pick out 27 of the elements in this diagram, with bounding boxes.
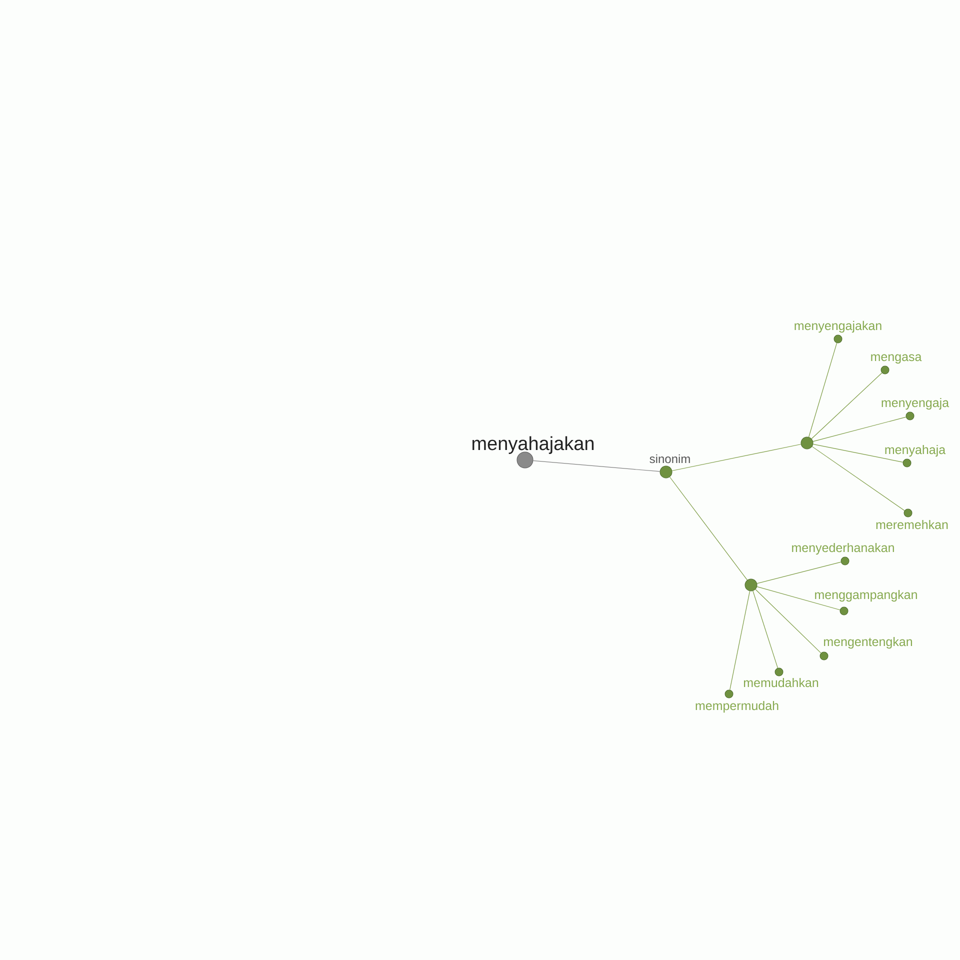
word-label: memudahkan [744,678,818,688]
word-label: sinonim [650,454,690,464]
connector-line [752,590,778,668]
connector-line [756,586,840,610]
word-label: menyederhanakan [792,542,894,555]
word-label: menyengajakan [794,320,882,333]
junction-dot [800,436,814,450]
connector-line [755,589,822,654]
connector-line [672,444,802,472]
connector-line [812,416,906,442]
word-label: meremehkan [876,520,948,530]
connector-line [812,446,905,511]
word-label: menyahajakan [472,436,594,454]
word-label: menyahaja [885,444,946,457]
connector-line [808,342,838,438]
connector-line [811,372,882,440]
connector-line [756,562,842,584]
connector-line [730,590,750,690]
word-label: mempermudah [696,700,778,713]
word-label: menyengaja [882,398,950,410]
junction-dot [744,578,758,592]
word-label: mengasa [871,354,922,364]
connector-line [812,444,904,462]
word-label: mengentengkan [824,636,912,649]
connector-line [669,476,748,580]
word-label: menggampangkan [815,590,917,602]
connector-line [532,460,660,472]
